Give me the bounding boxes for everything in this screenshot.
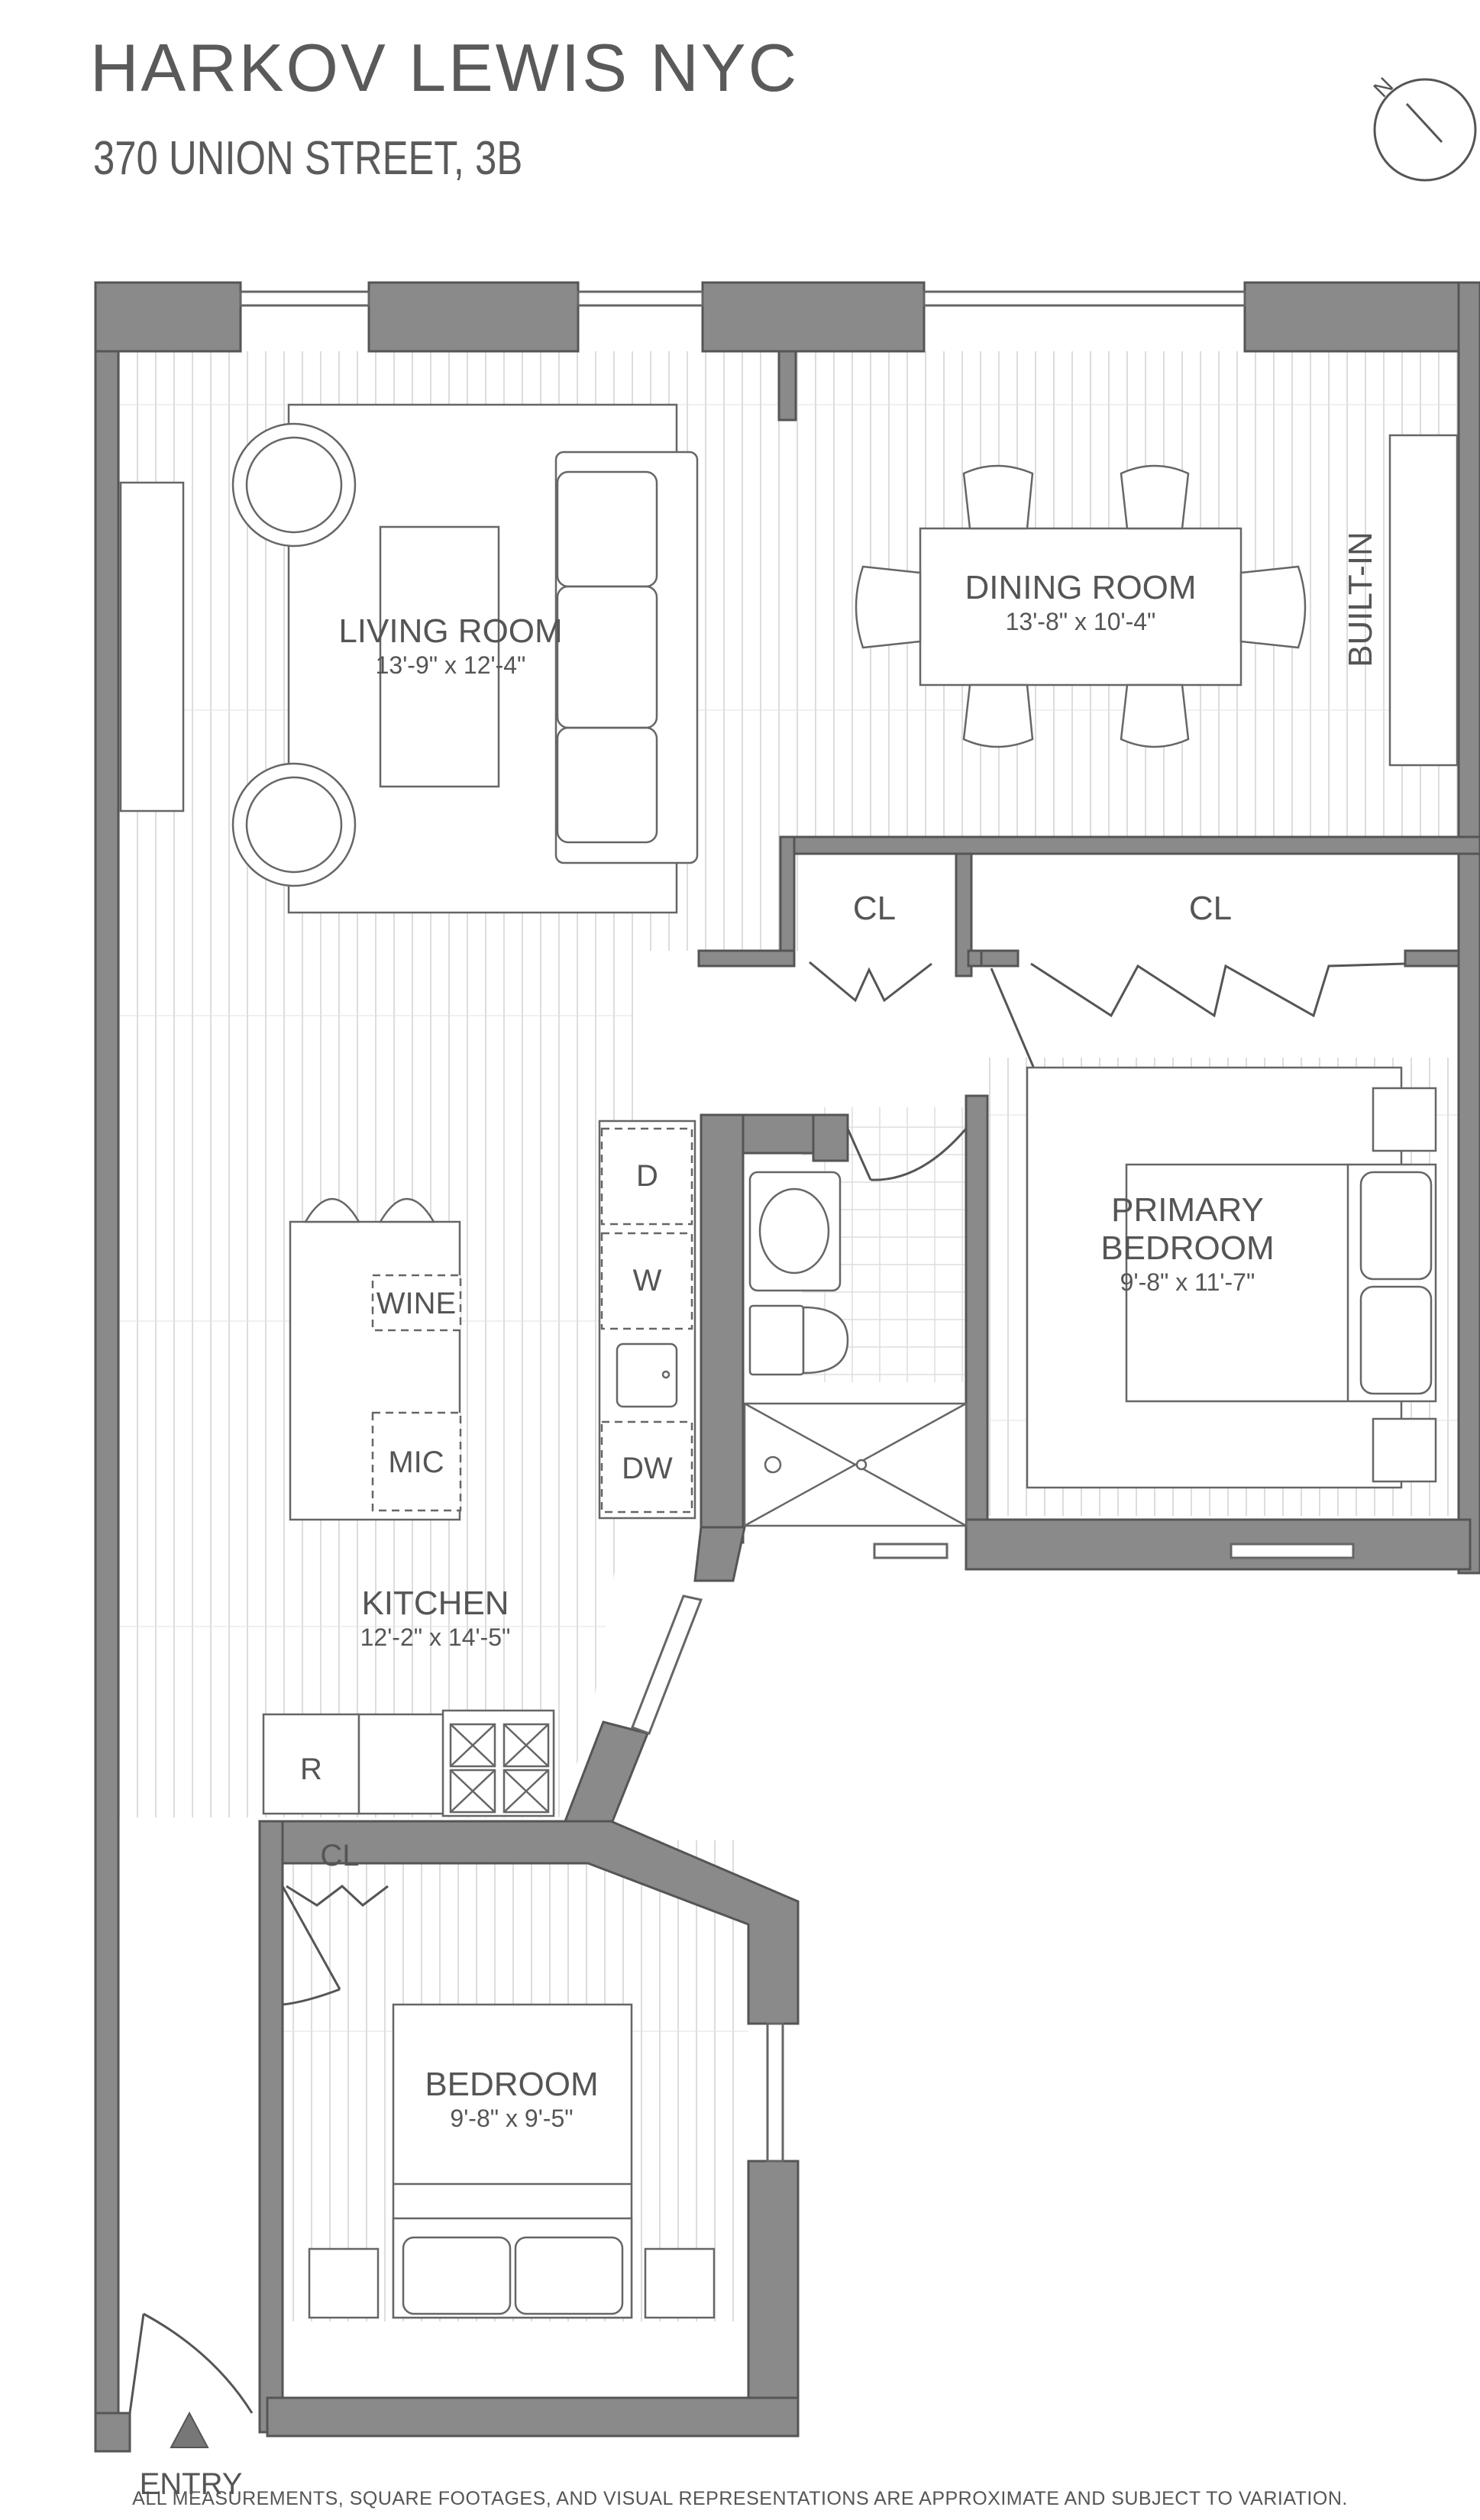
walls <box>94 281 1480 2453</box>
dining-room-name: DINING ROOM <box>965 569 1197 606</box>
north-arrow-icon: N <box>1369 73 1477 182</box>
closet-label-3: CL <box>320 1839 360 1872</box>
closet-doors <box>286 961 1406 1907</box>
closet-label-1: CL <box>852 890 897 927</box>
primary-bedroom-furniture <box>1026 1066 1437 1489</box>
bedroom-name: BEDROOM <box>425 2066 599 2103</box>
dining-room-label: DINING ROOM 13'-8" x 10'-4" <box>928 569 1233 636</box>
living-room-label: LIVING ROOM 13'-9" x 12'-4" <box>305 612 596 680</box>
refrigerator-label: R <box>300 1753 322 1786</box>
bedroom-dims: 9'-8" x 9'-5" <box>450 2105 574 2132</box>
dining-room-dims: 13'-8" x 10'-4" <box>1005 608 1156 635</box>
closet-label-2: CL <box>1188 890 1233 927</box>
kitchen-label: KITCHEN 12'-2" x 14'-5" <box>305 1585 565 1652</box>
primary-bedroom-name-1: PRIMARY <box>1111 1191 1264 1229</box>
dining-furniture <box>855 434 1459 767</box>
entry-arrow-icon <box>170 2411 209 2448</box>
living-room-name: LIVING ROOM <box>338 612 563 650</box>
bedroom-furniture <box>308 2003 716 2319</box>
brand-title: HARKOV LEWIS NYC <box>90 30 800 105</box>
disclaimer: ALL MEASUREMENTS, SQUARE FOOTAGES, AND V… <box>132 2488 1348 2509</box>
primary-bedroom-label: PRIMARY BEDROOM 9'-8" x 11'-7" <box>1088 1191 1287 1297</box>
dishwasher-label: DW <box>622 1452 673 1485</box>
kitchen-name: KITCHEN <box>361 1585 509 1622</box>
microwave-label: MIC <box>388 1446 444 1479</box>
bedroom-label: BEDROOM 9'-8" x 9'-5" <box>389 2066 634 2133</box>
living-room-dims: 13'-9" x 12'-4" <box>375 651 526 679</box>
kitchen-fixtures <box>262 1119 696 1817</box>
bathroom-fixtures <box>743 1171 968 1527</box>
address: 370 UNION STREET, 3B <box>93 132 523 185</box>
wine-label: WINE <box>376 1287 457 1320</box>
primary-bedroom-name-2: BEDROOM <box>1100 1229 1275 1267</box>
kitchen-dims: 12'-2" x 14'-5" <box>360 1623 511 1651</box>
dryer-label: D <box>636 1159 658 1193</box>
washer-label: W <box>632 1264 662 1297</box>
built-in-label: BUILT-IN <box>1342 531 1379 667</box>
primary-bedroom-dims: 9'-8" x 11'-7" <box>1120 1268 1255 1296</box>
windows <box>239 290 1355 2163</box>
living-furniture <box>119 403 699 914</box>
entry-label: ENTRY <box>139 2467 243 2501</box>
